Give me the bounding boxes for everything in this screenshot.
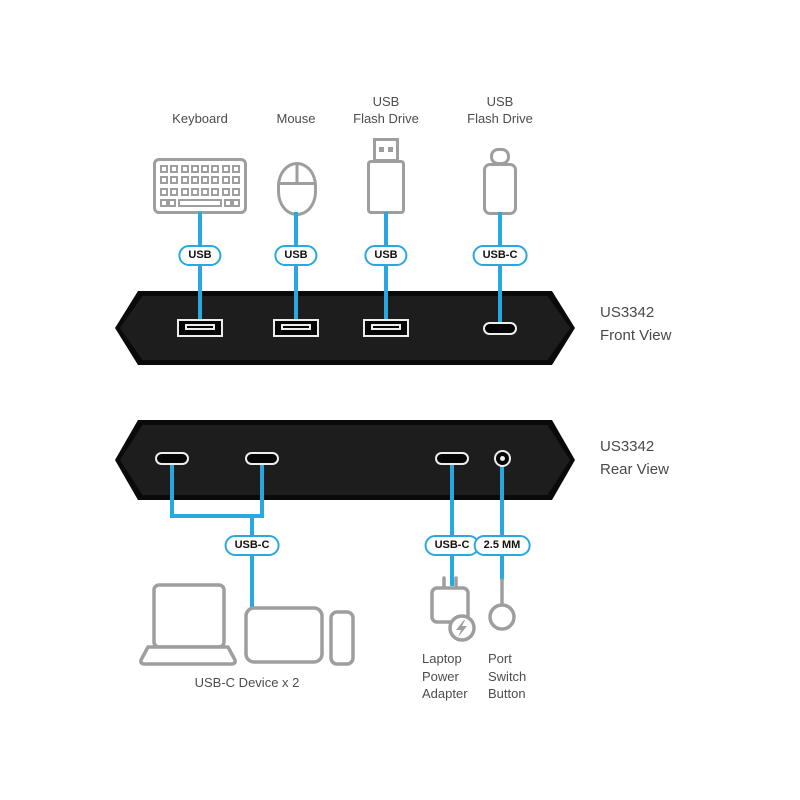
front-usb-a-port-3 xyxy=(363,319,409,337)
usb-a-tongue xyxy=(371,324,401,330)
cable-host-2 xyxy=(260,462,264,518)
front-usb-a-port-2 xyxy=(273,319,319,337)
usb-a-tongue xyxy=(185,324,215,330)
keyboard-key-row xyxy=(160,176,240,185)
keyboard-key xyxy=(211,165,220,173)
usb-c-flash-drive-icon xyxy=(483,163,517,215)
usbc-device-label: USB-C Device x 2 xyxy=(194,675,300,690)
keyboard-key xyxy=(201,165,210,173)
usbc-flash-drive-label: USB Flash Drive xyxy=(467,93,533,127)
power-adapter-icon xyxy=(430,576,476,642)
keyboard-key xyxy=(168,198,176,207)
mouse-label: Mouse xyxy=(276,111,316,127)
keyboard-key xyxy=(201,176,210,185)
keyboard-key xyxy=(231,187,240,196)
jack-pin xyxy=(500,456,505,461)
usb-pin xyxy=(379,147,384,152)
keyboard-key xyxy=(231,165,240,173)
rear-view-label: US3342 Rear View xyxy=(600,438,669,478)
cable-host-join xyxy=(170,514,264,518)
cable-usbc-flash-drive xyxy=(498,212,502,322)
port-switch-button-icon xyxy=(488,578,516,631)
mouse-icon xyxy=(277,162,317,216)
keyboard-key xyxy=(190,176,199,185)
mouse-button-divider xyxy=(295,165,299,182)
keyboard-key xyxy=(170,187,179,196)
keyboard-label: Keyboard xyxy=(172,111,228,127)
rear-usb-c-port-2 xyxy=(245,452,279,465)
keyboard-key xyxy=(211,187,220,196)
keyboard-key xyxy=(190,165,199,173)
cable-flash-drive xyxy=(384,212,388,322)
keyboard-key xyxy=(180,165,189,173)
keyboard-icon xyxy=(153,158,247,214)
usb-flash-drive-icon xyxy=(367,160,405,214)
keyboard-key xyxy=(221,165,230,173)
usb-badge-mouse: USB xyxy=(274,245,318,266)
usb-flash-drive-label: USB Flash Drive xyxy=(353,93,419,127)
usbc-badge-power: USB-C xyxy=(424,535,480,556)
keyboard-key xyxy=(201,187,210,196)
laptop-icon xyxy=(139,583,237,666)
rear-25mm-jack-port xyxy=(494,450,511,467)
keyboard-key xyxy=(221,176,230,185)
front-usb-a-port-1 xyxy=(177,319,223,337)
25mm-badge-button: 2.5 MM xyxy=(473,535,531,556)
rear-usb-c-port-3 xyxy=(435,452,469,465)
cable-host-1 xyxy=(170,462,174,518)
keyboard-key xyxy=(224,198,232,207)
keyboard-key xyxy=(180,187,189,196)
cable-switch-button xyxy=(500,466,504,580)
front-view-label: US3342 Front View xyxy=(600,304,672,344)
usb-a-tongue xyxy=(281,324,311,330)
usb-a-connector-icon xyxy=(373,138,399,162)
cable-keyboard xyxy=(198,212,202,322)
port-switch-button-label: Port Switch Button xyxy=(488,651,527,702)
usb-pin xyxy=(388,147,393,152)
usb-badge-flash: USB xyxy=(364,245,408,266)
keyboard-key-row xyxy=(160,198,240,207)
cable-mouse xyxy=(294,212,298,322)
keyboard-key xyxy=(160,187,168,196)
tablet-icon xyxy=(244,606,324,664)
keyboard-key xyxy=(180,176,189,185)
keyboard-key xyxy=(170,165,179,173)
laptop-power-adapter-label: Laptop Power Adapter xyxy=(422,651,468,702)
keyboard-key xyxy=(160,165,168,173)
front-usb-c-port xyxy=(483,322,517,335)
phone-icon xyxy=(329,610,355,666)
keyboard-key xyxy=(160,176,168,185)
mouse-body-divider xyxy=(280,182,314,185)
keyboard-key xyxy=(221,187,230,196)
usbc-badge-hosts: USB-C xyxy=(224,535,280,556)
keyboard-key xyxy=(232,198,240,207)
keyboard-key xyxy=(190,187,199,196)
keyboard-spacebar xyxy=(178,198,222,207)
keyboard-key xyxy=(160,198,168,207)
cable-host-drop xyxy=(250,514,254,614)
keyboard-key xyxy=(211,176,220,185)
usb-badge-keyboard: USB xyxy=(178,245,222,266)
usbc-badge-flash: USB-C xyxy=(472,245,528,266)
keyboard-key-row xyxy=(160,187,240,196)
rear-usb-c-port-1 xyxy=(155,452,189,465)
cable-power xyxy=(450,462,454,586)
keyboard-key-row xyxy=(160,165,240,173)
keyboard-key xyxy=(170,176,179,185)
keyboard-key xyxy=(231,176,240,185)
